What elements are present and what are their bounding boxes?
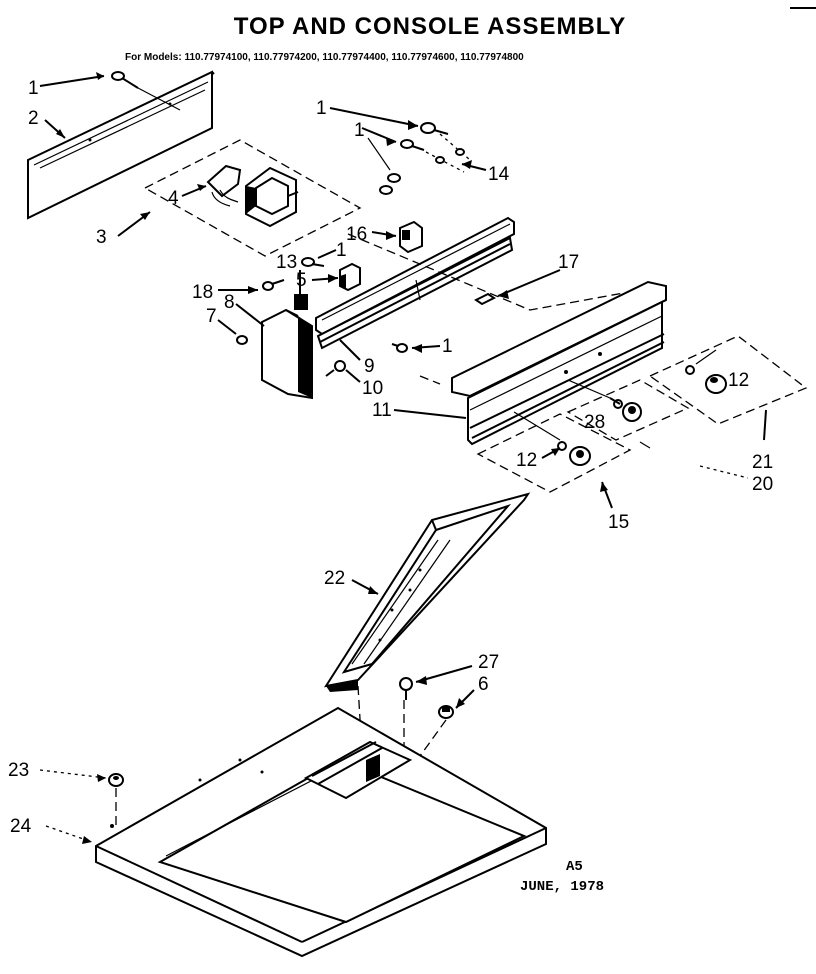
group-28-outline bbox=[566, 379, 690, 441]
group-21-outline bbox=[648, 335, 808, 425]
callout-28: 28 bbox=[584, 412, 605, 433]
leader-8 bbox=[235, 303, 265, 327]
top-panel-24 bbox=[95, 706, 547, 958]
leader-15-up bbox=[513, 411, 561, 441]
callout-7: 7 bbox=[206, 306, 217, 327]
callout-1c: 1 bbox=[354, 120, 365, 141]
callout-8: 8 bbox=[224, 292, 235, 313]
dot-14b bbox=[425, 151, 465, 173]
callout-1b: 1 bbox=[316, 98, 327, 119]
leader-10 bbox=[345, 369, 361, 383]
end-cap-8 bbox=[261, 308, 313, 400]
leader-9 bbox=[339, 339, 361, 361]
leader-1a bbox=[39, 75, 105, 87]
screw-6 bbox=[438, 705, 454, 719]
callout-1e: 1 bbox=[442, 336, 453, 357]
nut-14b bbox=[435, 156, 445, 164]
group-15-outline bbox=[476, 413, 632, 493]
drawing-date: JUNE, 1978 bbox=[520, 879, 604, 895]
knob-15 bbox=[557, 441, 591, 466]
knob-28 bbox=[613, 399, 642, 422]
callout-12a: 12 bbox=[728, 370, 749, 391]
leader-1b bbox=[329, 107, 419, 127]
screw-1d bbox=[301, 257, 325, 267]
bracket-17 bbox=[474, 292, 496, 306]
callout-16: 16 bbox=[346, 224, 367, 245]
callout-1a: 1 bbox=[28, 78, 39, 99]
leader-7 bbox=[217, 319, 237, 335]
callout-1d: 1 bbox=[336, 240, 347, 261]
clip-13 bbox=[294, 270, 308, 310]
clip-5 bbox=[339, 262, 361, 292]
dash-6 bbox=[419, 719, 447, 757]
drawing-code: A5 bbox=[566, 859, 583, 875]
callout-11: 11 bbox=[372, 400, 392, 421]
nut-14a bbox=[455, 148, 465, 156]
rear-panel bbox=[27, 70, 215, 220]
model-list: For Models: 110.77974100, 110.77974200, … bbox=[125, 52, 524, 63]
screw-10 bbox=[325, 360, 346, 377]
screw-18 bbox=[262, 279, 285, 291]
rail-9 bbox=[315, 216, 515, 350]
callout-2: 2 bbox=[28, 108, 39, 129]
callout-23: 23 bbox=[8, 760, 29, 781]
dot-14a bbox=[439, 133, 471, 161]
callout-20: 20 bbox=[752, 474, 773, 495]
callout-12b: 12 bbox=[516, 450, 537, 471]
leader-1d bbox=[317, 249, 337, 259]
callout-21: 21 bbox=[752, 452, 773, 473]
knob-21 bbox=[685, 365, 727, 394]
console-11 bbox=[451, 280, 667, 446]
leader-12a-up bbox=[695, 349, 717, 365]
leader-23 bbox=[39, 769, 107, 779]
leader-20 bbox=[699, 465, 749, 479]
callout-4: 4 bbox=[168, 188, 179, 209]
switch-4 bbox=[206, 164, 242, 207]
bumper-27 bbox=[399, 677, 413, 700]
callout-14: 14 bbox=[488, 164, 510, 185]
callout-15: 15 bbox=[608, 512, 629, 533]
leader-1a-ext bbox=[137, 87, 181, 111]
screw-1e bbox=[391, 343, 408, 353]
console-mark bbox=[639, 441, 651, 449]
callout-27: 27 bbox=[478, 652, 499, 673]
callout-5: 5 bbox=[296, 270, 307, 291]
callout-18: 18 bbox=[192, 282, 213, 303]
callout-6: 6 bbox=[478, 674, 489, 695]
lid-22 bbox=[323, 492, 531, 692]
screw-1c-b bbox=[379, 173, 401, 195]
screw-1c bbox=[400, 139, 425, 151]
callout-9: 9 bbox=[364, 356, 375, 377]
bracket-16 bbox=[399, 220, 423, 254]
diagram-title: TOP AND CONSOLE ASSEMBLY bbox=[234, 13, 627, 40]
callout-24: 24 bbox=[10, 816, 32, 837]
leader-11 bbox=[393, 409, 467, 419]
screw-7 bbox=[236, 335, 248, 345]
dash-22 bbox=[357, 685, 363, 753]
screw-1a bbox=[111, 71, 139, 89]
leader-28-ext bbox=[567, 379, 611, 399]
leader-28 bbox=[609, 397, 621, 405]
leader-21 bbox=[763, 409, 767, 441]
timer bbox=[245, 166, 299, 228]
console-outline-a bbox=[347, 233, 641, 311]
screw-1b bbox=[420, 122, 449, 135]
callout-13: 13 bbox=[276, 252, 297, 273]
leader-24 bbox=[45, 825, 93, 843]
group-3-outline bbox=[143, 139, 362, 257]
foot-23 bbox=[108, 773, 124, 787]
callout-17: 17 bbox=[558, 252, 579, 273]
leader-17 bbox=[497, 269, 561, 297]
callout-22: 22 bbox=[324, 568, 345, 589]
callout-3: 3 bbox=[96, 227, 107, 248]
console-outline-b bbox=[419, 375, 441, 385]
leader-1c-b bbox=[367, 137, 391, 171]
callout-10: 10 bbox=[362, 378, 383, 399]
